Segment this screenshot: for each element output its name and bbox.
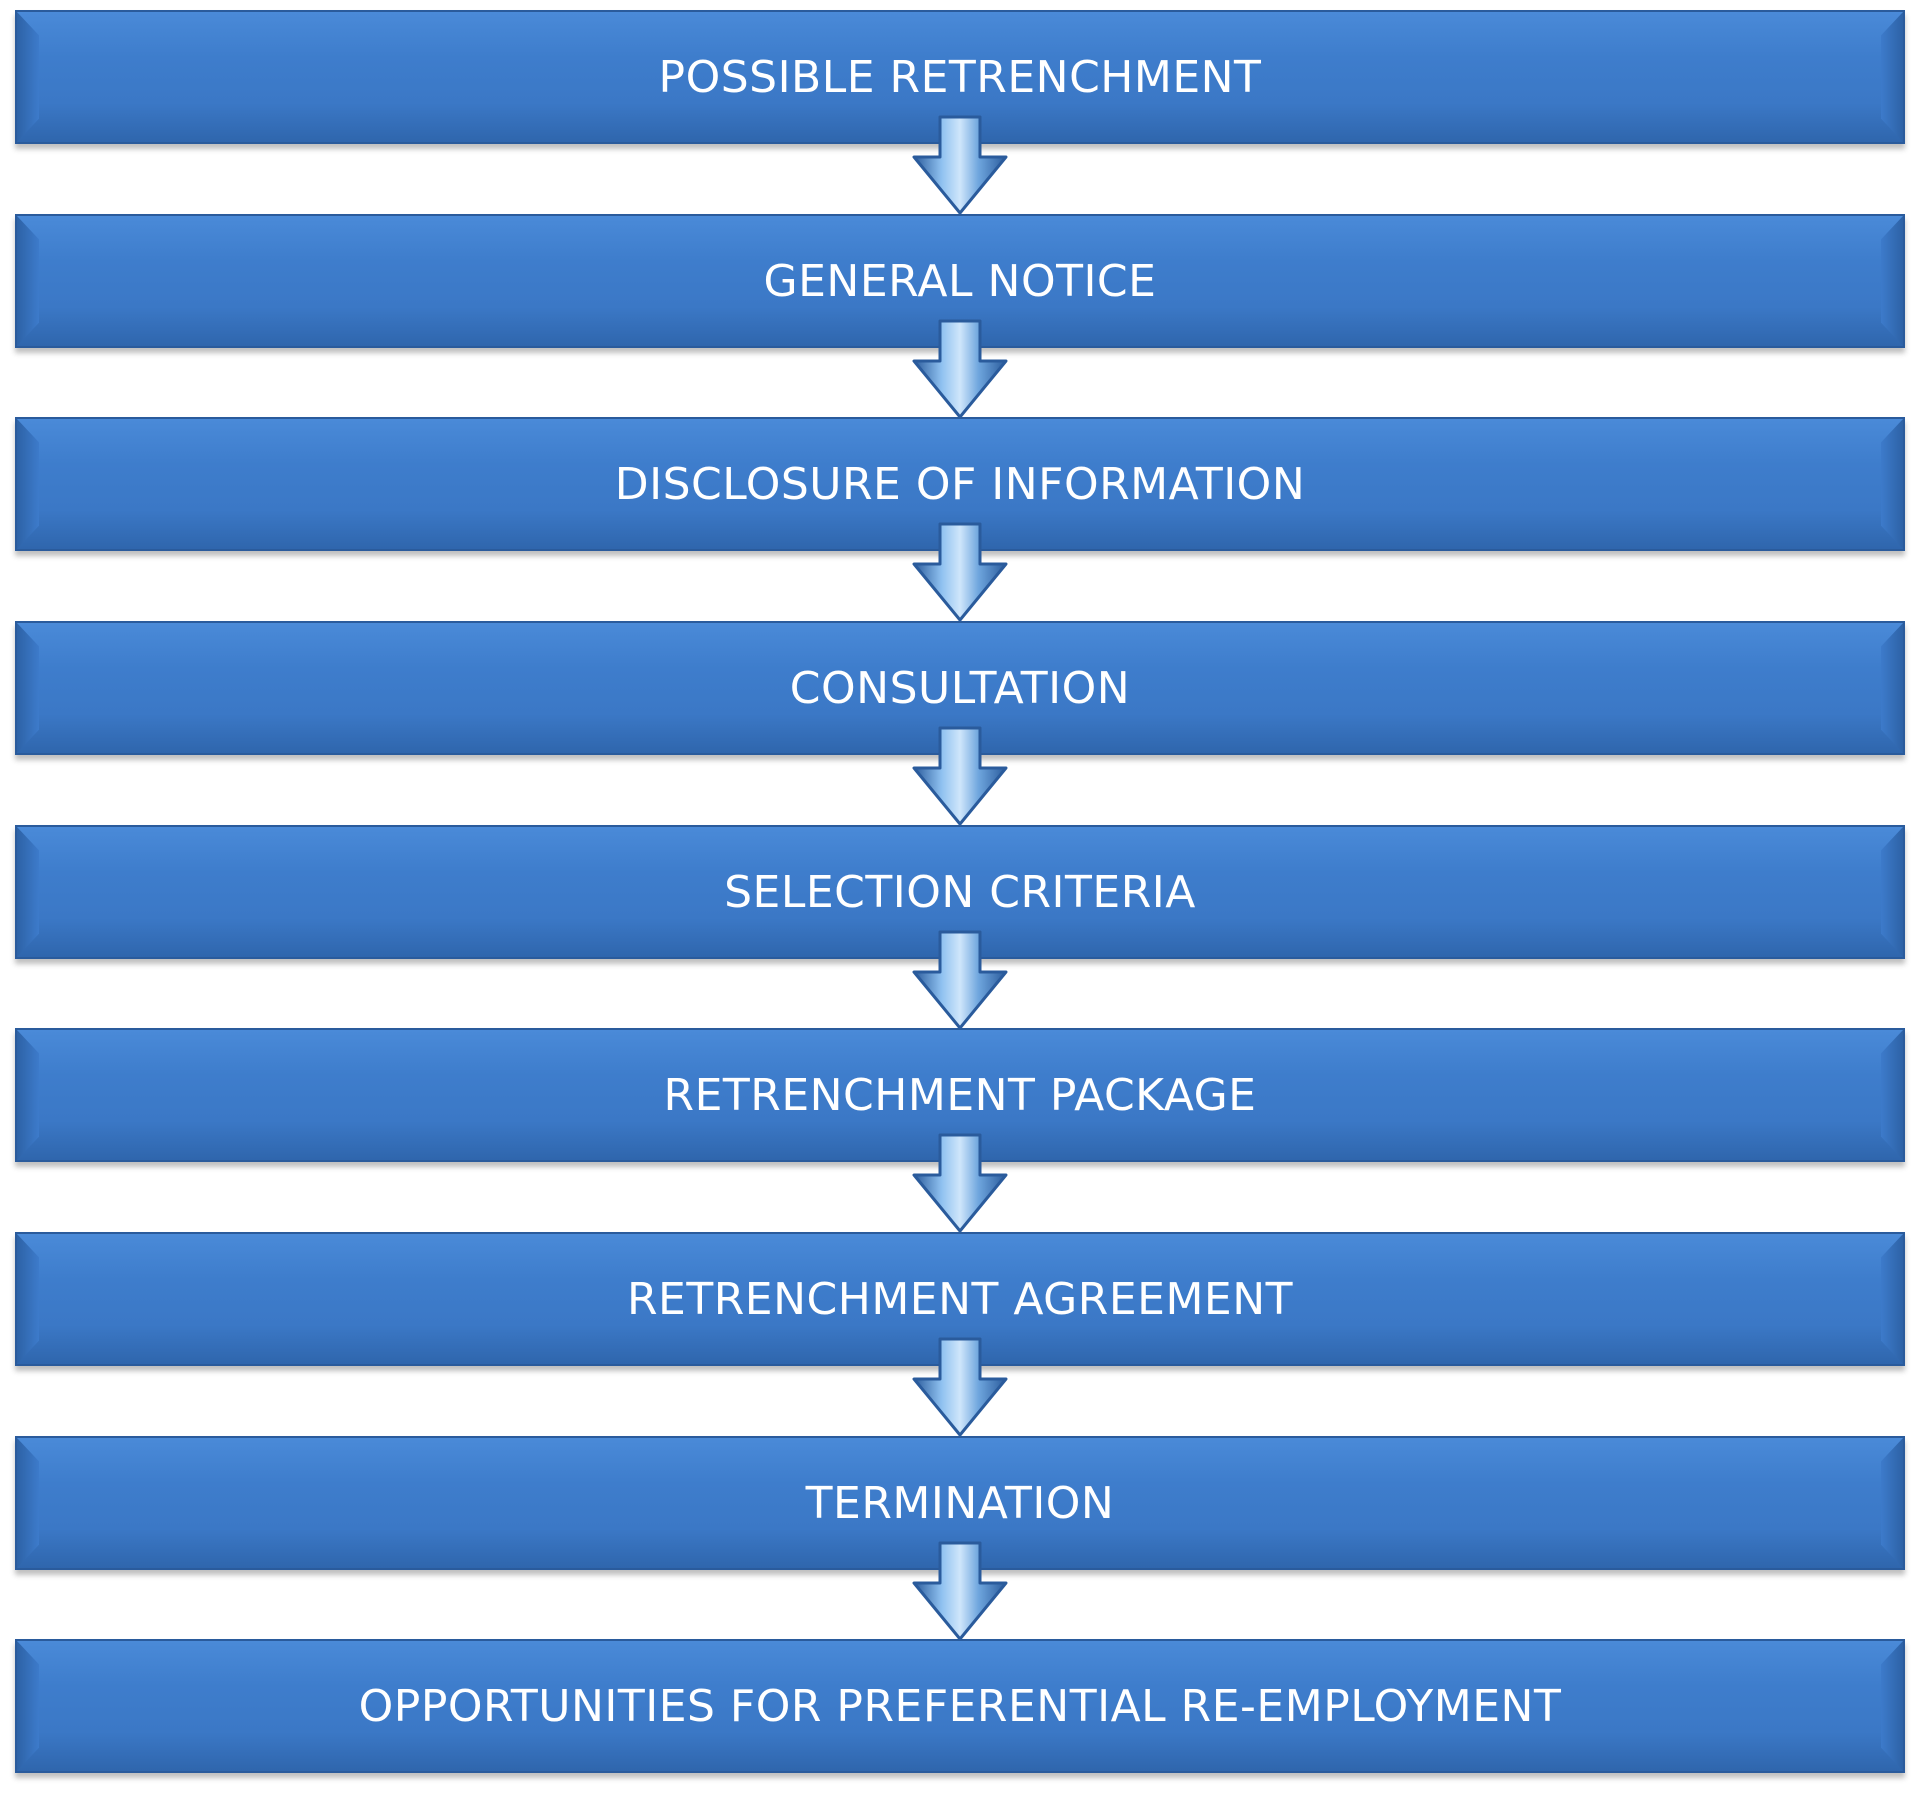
down-arrow-icon [912, 1133, 1008, 1233]
step-label: RETRENCHMENT PACKAGE [663, 1069, 1257, 1121]
step-label: CONSULTATION [789, 662, 1131, 714]
down-arrow-icon [912, 726, 1008, 826]
down-arrow-icon [912, 1337, 1008, 1437]
down-arrow-icon [912, 1541, 1008, 1641]
down-arrow-icon [912, 522, 1008, 622]
step-label: DISCLOSURE OF INFORMATION [614, 458, 1306, 510]
step-label: OPPORTUNITIES FOR PREFERENTIAL RE-EMPLOY… [358, 1680, 1562, 1732]
step-label: POSSIBLE RETRENCHMENT [658, 51, 1262, 103]
step-label: GENERAL NOTICE [763, 255, 1157, 307]
step-opportunities-for-preferential-re-employment: OPPORTUNITIES FOR PREFERENTIAL RE-EMPLOY… [15, 1639, 1905, 1773]
step-label: RETRENCHMENT AGREEMENT [626, 1273, 1294, 1325]
step-label: SELECTION CRITERIA [724, 866, 1196, 918]
step-label: TERMINATION [805, 1477, 1115, 1529]
down-arrow-icon [912, 115, 1008, 215]
down-arrow-icon [912, 930, 1008, 1030]
down-arrow-icon [912, 319, 1008, 419]
